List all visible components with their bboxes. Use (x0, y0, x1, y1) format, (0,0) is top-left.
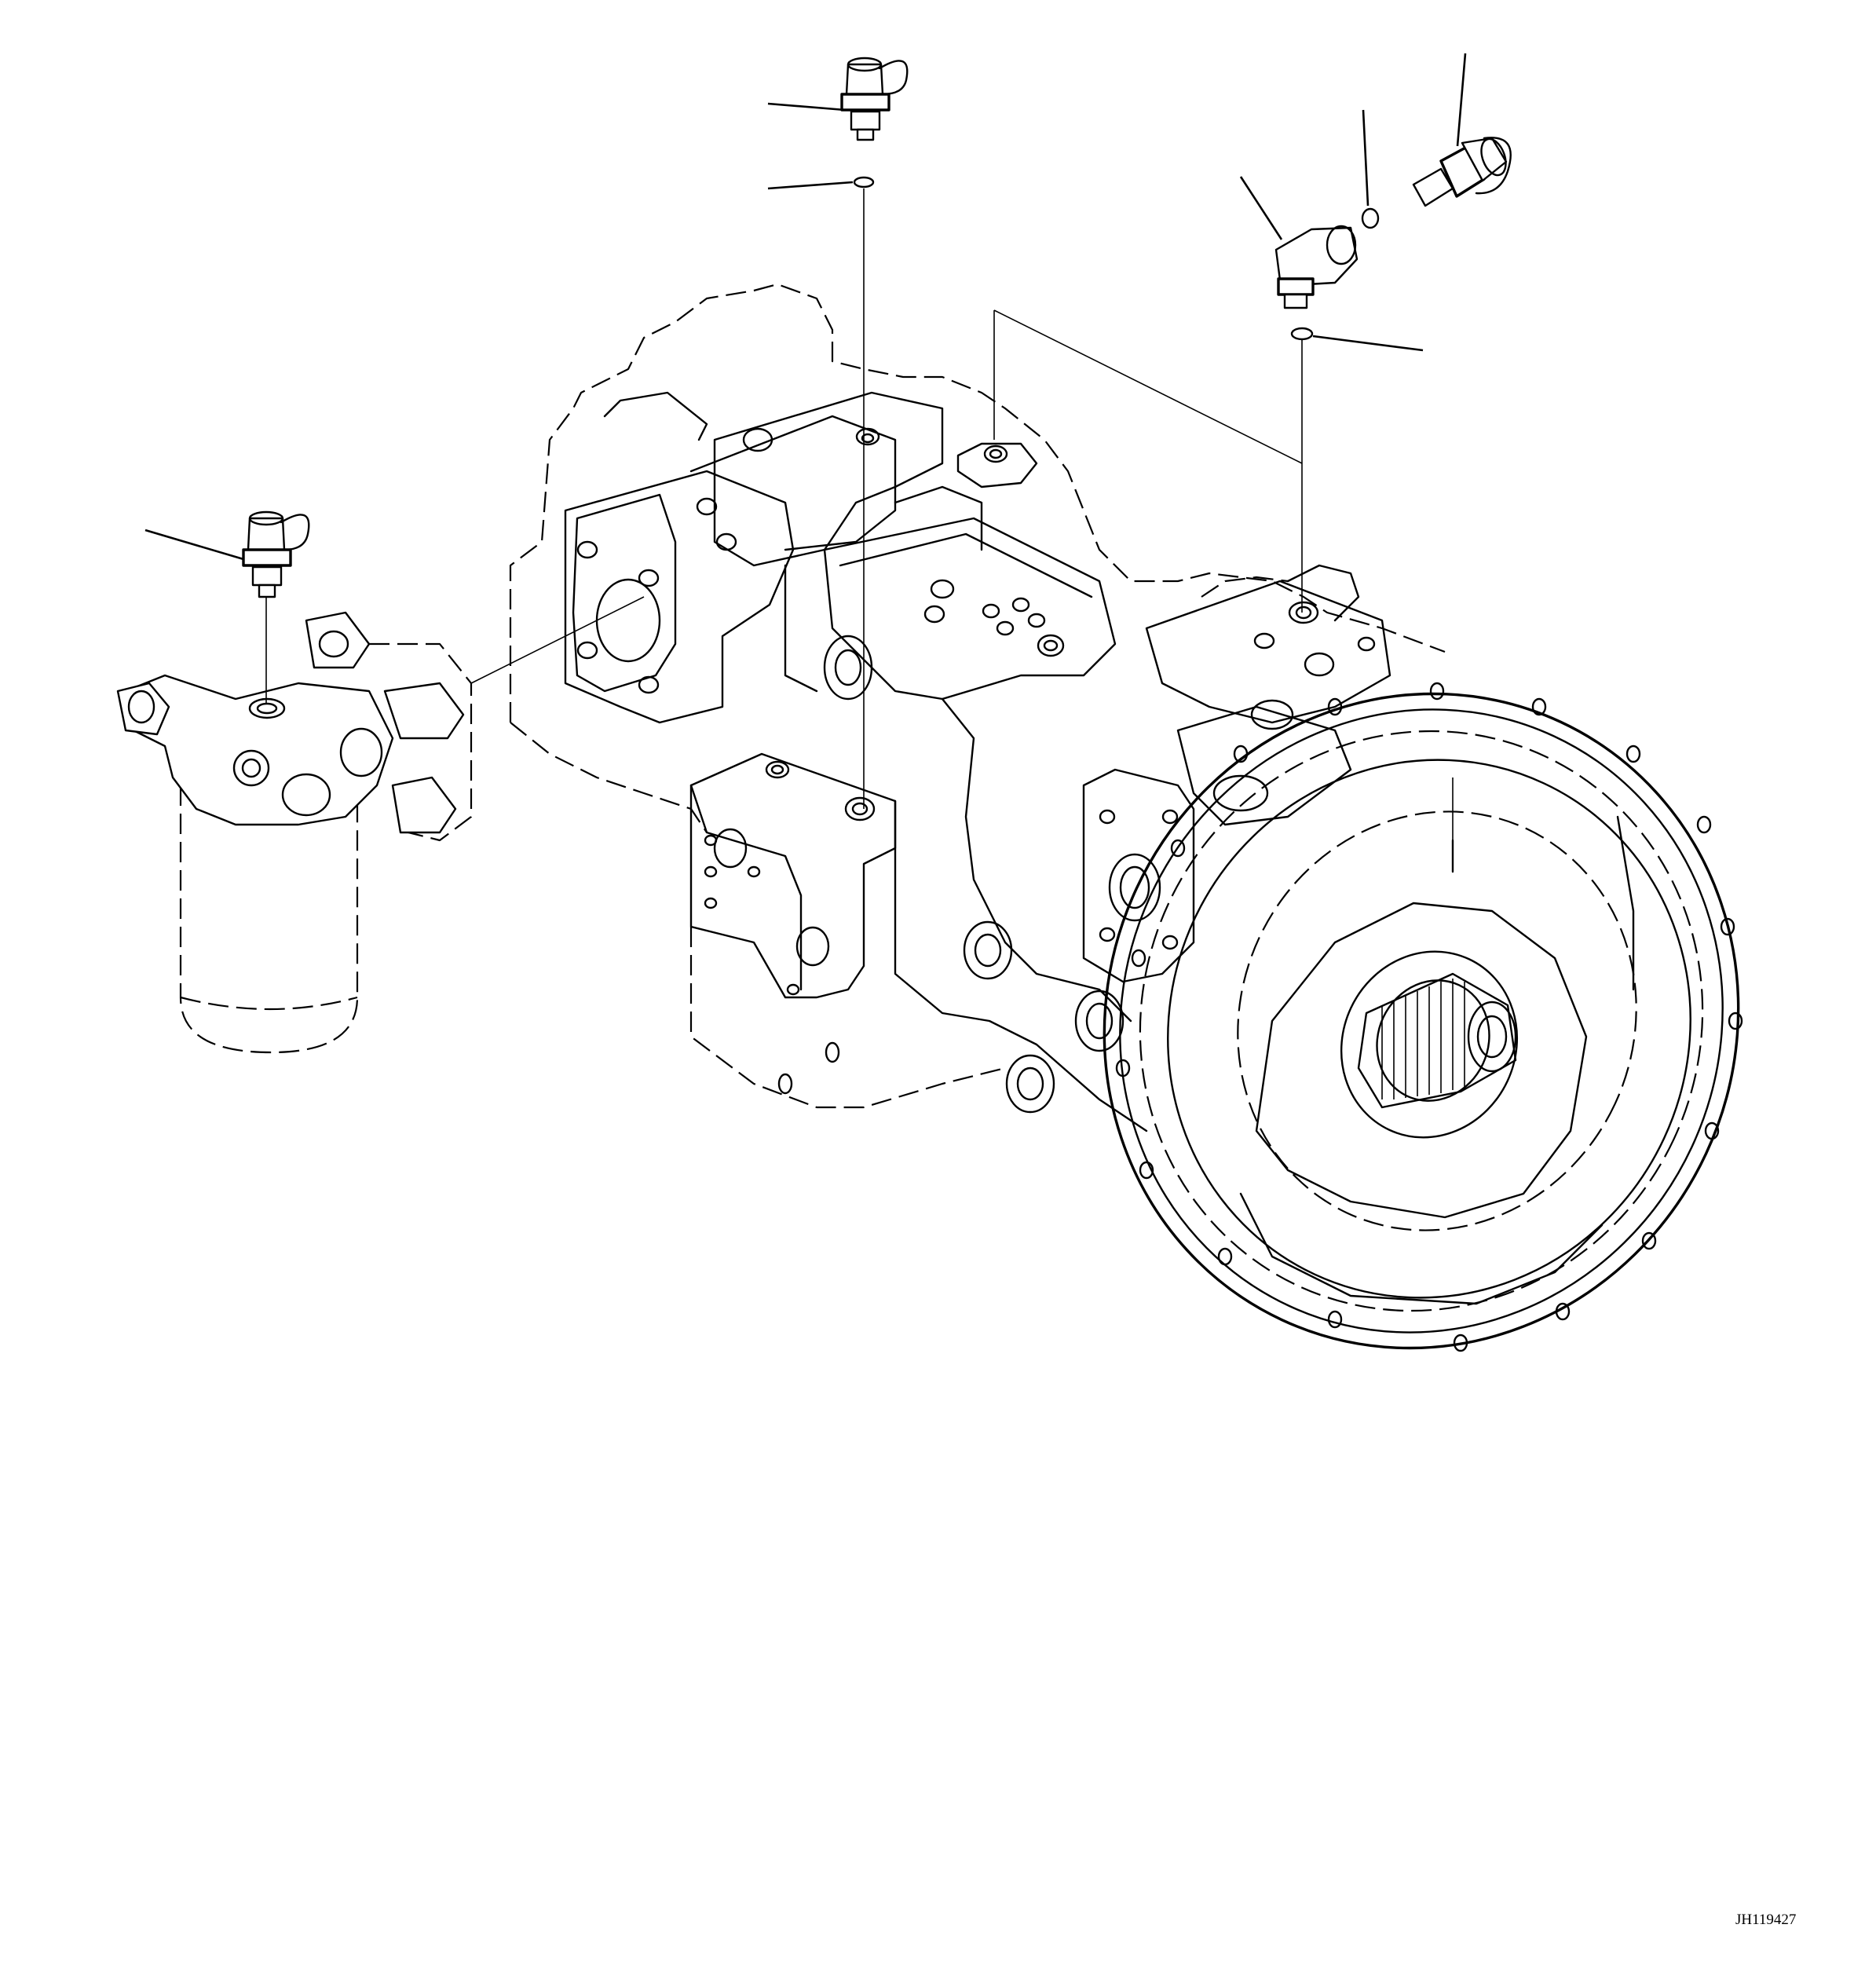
reference-line-diag (993, 309, 1303, 464)
drive-flange (1103, 682, 1743, 1352)
leader-angled-nipple (1456, 53, 1467, 147)
filter-to-pump-line (470, 596, 645, 684)
angled-gauge-nipple (1412, 137, 1512, 207)
elbow-o-ring (1290, 327, 1314, 341)
flange-bolt-holes (1115, 682, 1743, 1352)
leader-top-o-ring (767, 181, 854, 190)
filter-gauge-nipple (242, 510, 310, 598)
leader-elbow (1239, 176, 1283, 240)
small-o-ring (1361, 207, 1380, 229)
leader-top-nipple (767, 102, 846, 112)
top-gauge-nipple (840, 57, 909, 141)
line-filter-assembly (116, 611, 473, 1054)
leader-filter-nipple (144, 529, 244, 561)
leader-elbow-o-ring (1312, 335, 1424, 352)
elbow-fitting (1274, 225, 1359, 309)
top-o-ring (853, 176, 875, 188)
main-pump-assembly (509, 283, 1446, 1132)
splined-shaft (1340, 950, 1519, 1139)
drawing-code: JH119427 (1735, 1912, 1797, 1928)
leader-small-o-ring (1362, 109, 1370, 207)
